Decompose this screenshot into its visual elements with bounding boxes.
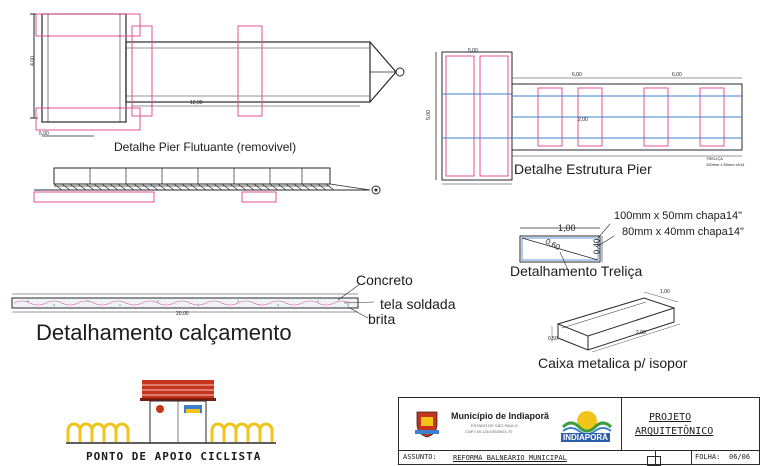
ponto-apoio-elevation (66, 380, 276, 444)
caixa-isometric (551, 291, 681, 353)
estrutura-pier-dim-top: 5,00 (468, 48, 478, 54)
caixa-dim-c: 2,00 (636, 330, 646, 336)
estrutura-pier-title: Detalhe Estrutura Pier (514, 161, 652, 177)
ponto-apoio-title: PONTO DE APOIO CICLISTA (86, 450, 262, 463)
project-line-2: ARQUITETÔNICO (635, 426, 714, 437)
caixa-dim-a: 1,00 (660, 289, 670, 295)
subject-label: ASSUNTO: (403, 453, 437, 461)
city-logo-text: INDIAPORÃ (561, 433, 610, 442)
calcamento-dim-length: 20,00 (176, 311, 189, 317)
calcamento-title: Detalhamento calçamento (36, 320, 292, 345)
title-block: Município de Indiaporã ESTADO DE SÃO PAU… (398, 397, 760, 466)
caixa-title: Caixa metalica p/ isopor (538, 355, 688, 371)
estrutura-pier-note-a: TRELIÇA (706, 156, 723, 161)
pier-flutuante-title: Detalhe Pier Flutuante (removivel) (114, 140, 297, 154)
estrutura-pier-dim-seg-a: 6,00 (572, 72, 582, 78)
trelica-title: Detalhamento Treliça (510, 263, 643, 279)
caixa-dim-b: 0,50 (548, 336, 558, 342)
calcamento-layer-concreto: Concreto (356, 272, 413, 288)
trelica-section (519, 223, 615, 271)
municipality-addr: CNPJ 45.135.035/0001-70 (465, 429, 513, 434)
municipality-name: Município de Indiaporã (451, 411, 550, 421)
sheet-divider-2 (691, 450, 692, 464)
pier-flutuante-plan (30, 13, 405, 137)
estrutura-pier-dim-inner: 2,00 (578, 117, 588, 123)
pier-flutuante-elevation (33, 167, 381, 203)
trelica-spec-top: 100mm x 50mm chapa14" (614, 210, 743, 222)
calcamento-layer-brita: brita (368, 311, 396, 327)
sheet-label: FOLHA: (695, 453, 721, 461)
calcamento-layer-tela: tela soldada (380, 296, 456, 312)
calcamento-section (11, 283, 375, 319)
estrutura-pier-dim-seg-b: 6,00 (672, 72, 682, 78)
project-line-1: PROJETO (649, 412, 692, 423)
trelica-dim-length: 1,00 (558, 223, 576, 233)
pier-flutuante-dim-height: 4,00 (29, 56, 36, 66)
pier-flutuante-dim-length: 12,00 (190, 100, 203, 106)
sheet-divider (655, 450, 656, 464)
sun-wave-logo-icon (561, 411, 613, 435)
subject-value: REFORMA BALNEÁRIO MUNICIPAL (453, 454, 567, 462)
estrutura-pier-note-b: 100mm x 50mm ch14 (706, 162, 745, 167)
trelica-spec-bottom: 80mm x 40mm chapa14" (622, 226, 744, 238)
estrutura-pier-plan (435, 51, 743, 185)
city-logo: INDIAPORÃ (559, 407, 615, 445)
municipality-sub: ESTADO DE SÃO PAULO (471, 423, 518, 428)
title-block-divider (621, 398, 622, 450)
pier-flutuante-dim-width: 5,00 (39, 131, 49, 137)
trelica-dim-height: 0,40 (592, 238, 602, 255)
sheet-value: 06/06 (729, 453, 751, 461)
municipal-crest-icon (415, 411, 439, 438)
estrutura-pier-dim-height: 5,00 (425, 110, 432, 120)
title-block-header: Município de Indiaporã ESTADO DE SÃO PAU… (399, 398, 759, 451)
